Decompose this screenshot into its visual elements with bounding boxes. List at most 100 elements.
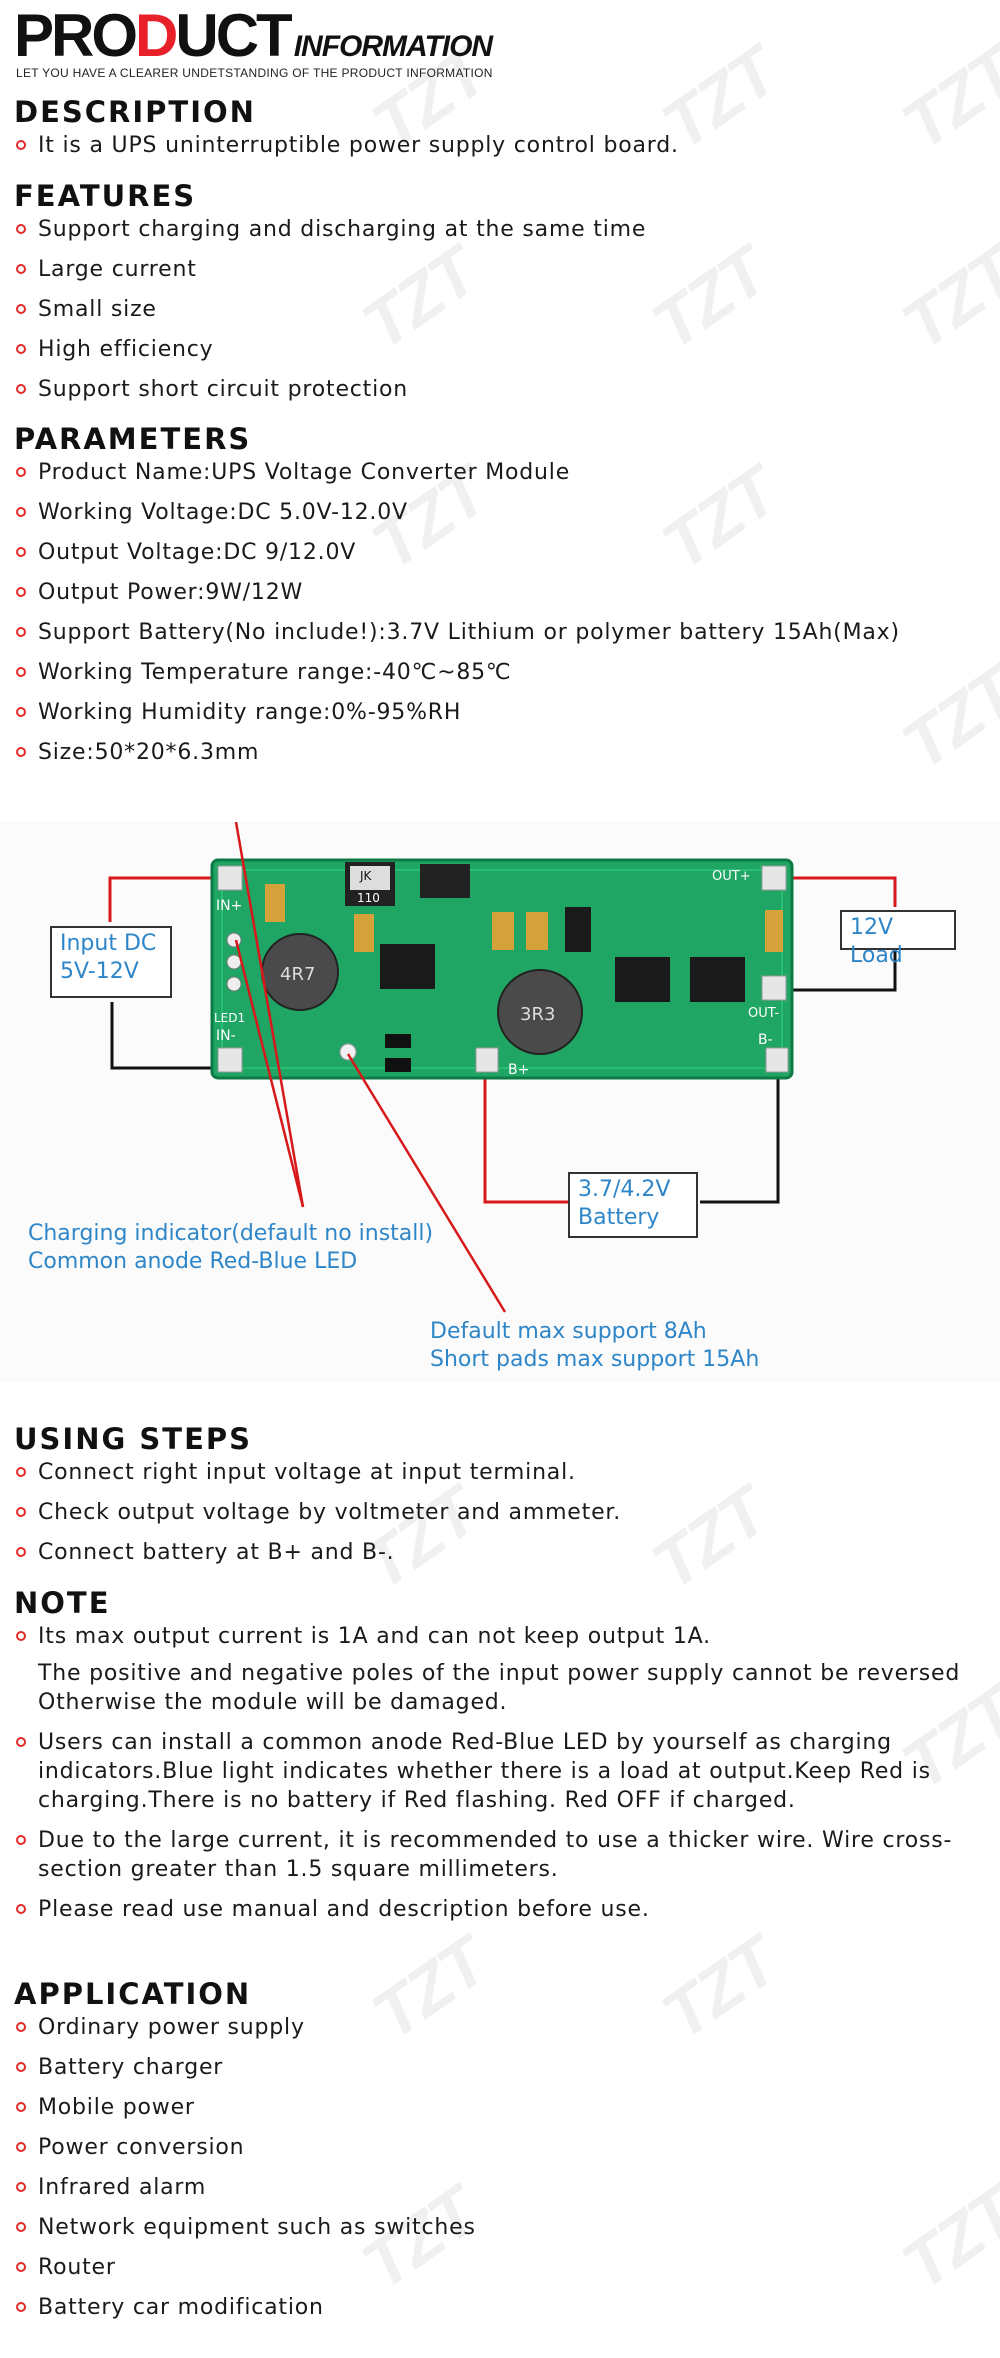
label-led: LED1 [214,1011,245,1025]
list-item: Output Voltage:DC 9/12.0V [14,538,984,567]
section-title: PARAMETERS [14,422,252,456]
label-inductor-1: 4R7 [280,964,315,985]
short-pads-note: Default max support 8Ah Short pads max s… [430,1319,760,1372]
label-jk-code: 110 [357,891,380,905]
note-list: Its max output current is 1A and can not… [14,1622,984,1924]
cap-c5 [765,910,783,952]
list-item: Infrared alarm [14,2173,984,2202]
list-item: Network equipment such as switches [14,2213,984,2242]
ic-u1 [380,944,435,989]
list-item: Support Battery(No include!):3.7V Lithiu… [14,618,984,647]
list-item: Size:50*20*6.3mm [14,738,984,767]
bullet-icon [16,344,26,354]
bullet-icon [16,2182,26,2192]
led-hole [226,954,242,970]
features-section: FEATURES Support charging and dischargin… [14,177,984,415]
battery-plus-wire [483,1072,570,1204]
bullet-icon [16,304,26,314]
list-item: Working Humidity range:0%-95%RH [14,698,984,727]
charging-indicator-note: Charging indicator(default no install) C… [28,1221,434,1274]
using-steps-list: Connect right input voltage at input ter… [14,1458,984,1567]
bullet-icon [16,140,26,150]
list-item: Check output voltage by voltmeter and am… [14,1498,984,1527]
section-title: NOTE [14,1586,111,1620]
list-item: Working Voltage:DC 5.0V-12.0V [14,498,984,527]
bullet-icon [16,1631,26,1641]
brand-part1: PRO [14,2,138,69]
note-section: NOTE Its max output current is 1A and ca… [14,1584,984,1935]
bullet-icon [16,2262,26,2272]
pad-out-plus [761,865,787,891]
list-item: Battery car modification [14,2293,984,2322]
diode-jk-label [350,866,390,890]
list-item: Battery charger [14,2053,984,2082]
short-pad [339,1043,357,1061]
bullet-icon [16,547,26,557]
wiring-diagram: IN+ IN- LED1 OUT+ OUT- B+ B- 4R7 3R3 JK … [0,822,1000,1382]
load-plus-wire [775,876,897,907]
bullet-icon [16,2102,26,2112]
bullet-icon [16,667,26,677]
bullet-icon [16,1507,26,1517]
list-item: The positive and negative poles of the i… [38,1661,961,1715]
pad-b-minus [765,1047,789,1073]
list-item: Small size [14,295,984,324]
list-item: Support charging and discharging at the … [14,215,984,244]
bullet-icon [16,2062,26,2072]
bullet-icon [16,587,26,597]
list-item: It is a UPS uninterruptible power supply… [14,131,984,160]
label-b-plus: B+ [508,1062,529,1078]
input-plus-wire [108,876,220,922]
label-out-minus: OUT- [748,1006,779,1021]
pcb-inner [221,869,783,1069]
indicator-leader [234,822,305,1208]
label-in-plus: IN+ [216,898,242,914]
bullet-icon [16,2302,26,2312]
list-item: Product Name:UPS Voltage Converter Modul… [14,458,984,487]
cap-c1 [265,884,285,922]
section-title: USING STEPS [14,1422,253,1456]
led-hole [226,976,242,992]
parameters-list: Product Name:UPS Voltage Converter Modul… [14,458,984,767]
bullet-icon [16,384,26,394]
load-minus-wire [775,950,897,992]
description-section: DESCRIPTION It is a UPS uninterruptible … [14,93,984,171]
list-item: Output Power:9W/12W [14,578,984,607]
label-out-plus: OUT+ [712,869,751,884]
bullet-icon [16,224,26,234]
wiring-svg: IN+ IN- LED1 OUT+ OUT- B+ B- 4R7 3R3 JK … [108,822,897,1313]
bullet-icon [16,2022,26,2032]
using-steps-section: USING STEPS Connect right input voltage … [14,1420,984,1578]
ic-u3 [690,957,745,1002]
list-item: Support short circuit protection [14,375,984,404]
tagline: LET YOU HAVE A CLEARER UNDETSTANDING OF … [16,66,493,80]
bullet-icon [16,2222,26,2232]
input-dc-box: Input DC 5V-12V [50,926,172,998]
list-item: Mobile power [14,2093,984,2122]
application-section: APPLICATION Ordinary power supply Batter… [14,1975,984,2333]
brand-subtitle: INFORMATION [293,30,493,63]
section-title: DESCRIPTION [14,95,256,129]
features-list: Support charging and discharging at the … [14,215,984,404]
list-item: Due to the large current, it is recommen… [14,1826,984,1884]
bullet-icon [16,1835,26,1845]
pads-leader [346,1053,507,1313]
label-jk: JK [359,869,373,883]
battery-box: 3.7/4.2V Battery [568,1172,698,1238]
brand-part2: D [135,2,178,69]
application-list: Ordinary power supply Battery charger Mo… [14,2013,984,2322]
load-box: 12V Load [840,910,956,968]
list-item: High efficiency [14,335,984,364]
led-hole [226,932,242,948]
bullet-icon [16,627,26,637]
ic-u2 [615,957,670,1002]
pad-out-minus [761,975,787,1001]
resistor-r13 [385,1058,411,1072]
label-b-minus: B- [758,1032,773,1048]
inductor-l2 [497,969,583,1055]
bullet-icon [16,707,26,717]
indicator-leader [234,939,305,1208]
list-item: Please read use manual and description b… [14,1895,984,1924]
